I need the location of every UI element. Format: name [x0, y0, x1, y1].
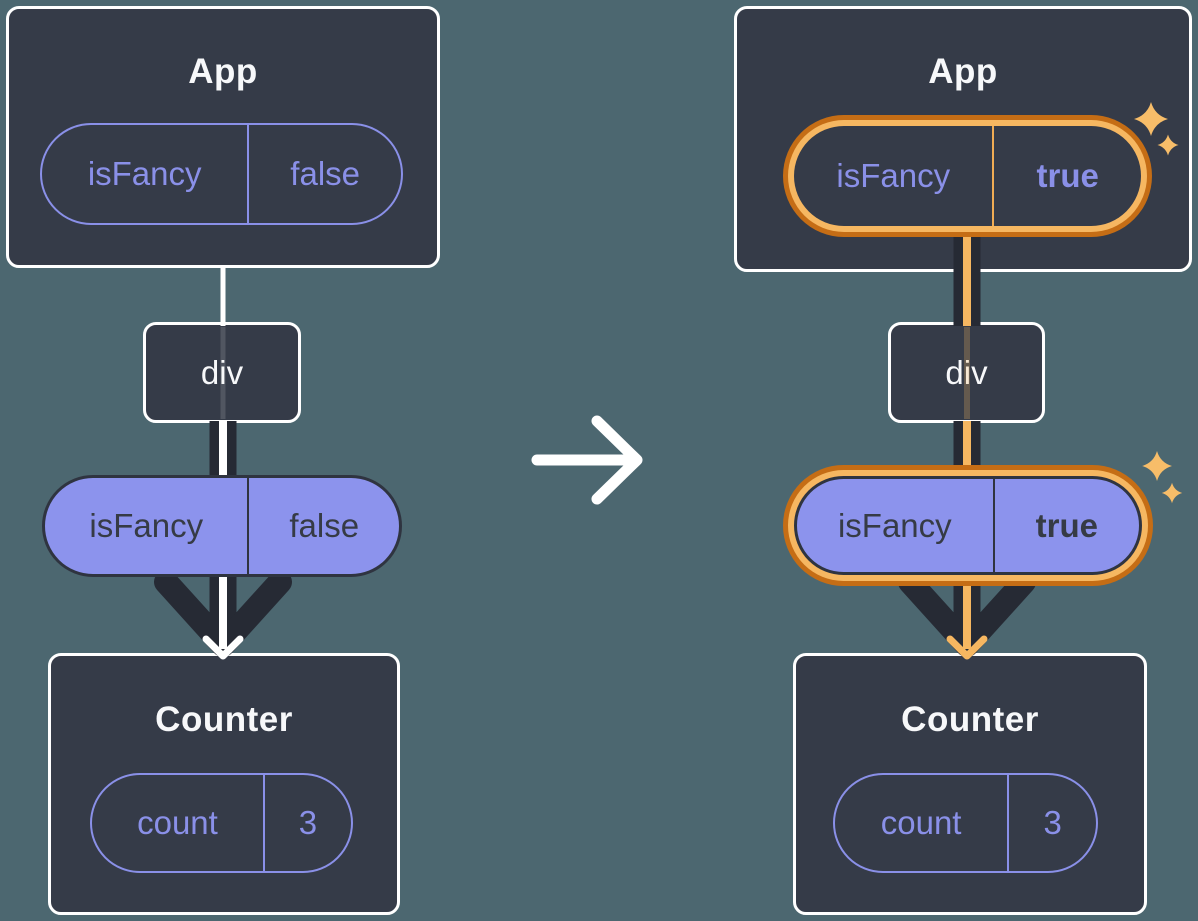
highlight-ring: isFancy true — [788, 470, 1148, 581]
highlight-ring: isFancy true — [788, 120, 1147, 232]
prop-value: true — [992, 479, 1139, 572]
prop-flow-arrow-icon-after — [898, 570, 1036, 657]
prop-name: isFancy — [837, 506, 952, 544]
state-value: 3 — [262, 775, 351, 871]
div-label-after: div — [945, 353, 988, 391]
prop-name: isFancy — [87, 155, 202, 192]
div-node-box-before: div — [143, 322, 301, 423]
state-value: 3 — [1007, 775, 1096, 871]
passed-prop-pill-before: isFancy false — [42, 475, 402, 577]
app-prop-pill-before: isFancy false — [40, 123, 403, 225]
sparkle-icon — [1161, 482, 1183, 504]
passed-prop-pill-after: isFancy true — [794, 476, 1142, 575]
app-title-before: App — [188, 52, 258, 91]
sparkle-icon — [1142, 451, 1172, 481]
prop-name: isFancy — [836, 157, 951, 194]
state-name: count — [880, 804, 962, 841]
prop-value: true — [992, 126, 1141, 226]
prop-name: isFancy — [89, 507, 204, 544]
passed-prop-pill-highlight-after: isFancy true — [783, 465, 1153, 586]
counter-state-pill-after: count 3 — [833, 773, 1098, 873]
counter-title-before: Counter — [155, 700, 293, 739]
counter-title-after: Counter — [901, 700, 1039, 739]
counter-state-pill-before: count 3 — [90, 773, 353, 873]
div-label-before: div — [200, 353, 244, 391]
prop-value: false — [247, 478, 399, 574]
prop-flow-arrow-icon-before — [154, 570, 292, 657]
transition-arrow-icon — [531, 415, 643, 505]
div-node-box-after: div — [888, 322, 1045, 423]
app-title-after: App — [928, 52, 998, 91]
app-prop-pill-after: isFancy true — [794, 126, 1141, 226]
prop-value: false — [247, 125, 401, 223]
app-prop-pill-highlight-after: isFancy true — [783, 115, 1152, 237]
state-name: count — [137, 804, 218, 841]
